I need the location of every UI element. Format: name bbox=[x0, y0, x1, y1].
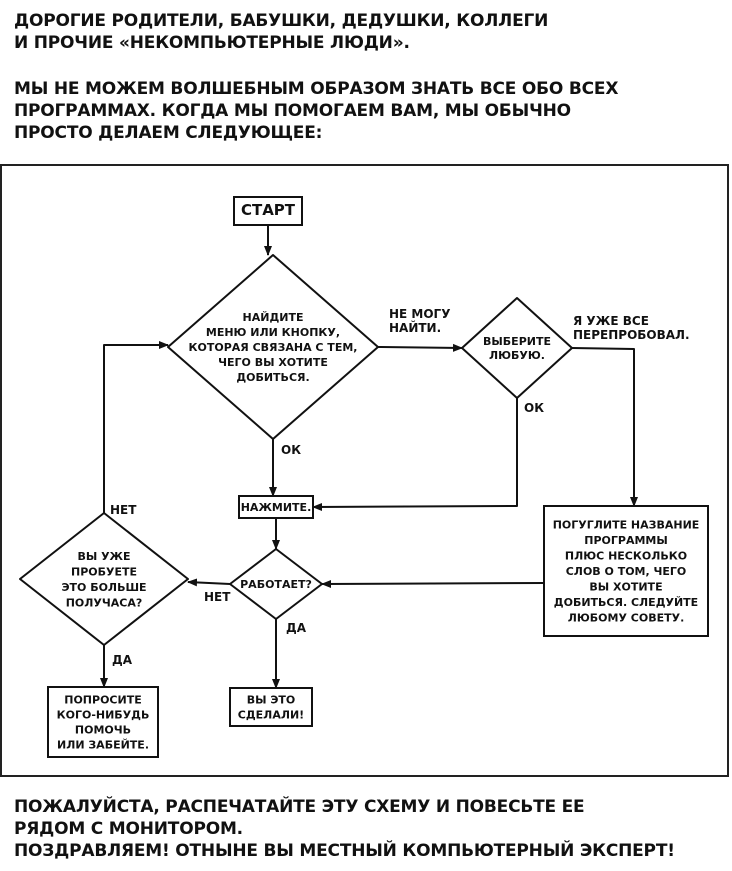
half-hour-label: ВЫ УЖЕ ПРОБУЕТЕ ЭТО БОЛЬШЕ ПОЛУЧАСА? bbox=[61, 550, 146, 610]
works-decision bbox=[229, 548, 323, 620]
edge-label-line: ОК bbox=[281, 443, 301, 457]
node-line: СЛОВ О ТОМ, ЧЕГО bbox=[566, 565, 687, 578]
node-line: ПРОБУЕТЕ bbox=[71, 565, 137, 578]
node-line: ПОМОЧЬ bbox=[75, 724, 131, 737]
node-line: ВЫ УЖЕ bbox=[77, 550, 130, 563]
edge-find-to-pick bbox=[377, 343, 463, 352]
edge-label-yes-half-hour: ДА bbox=[112, 653, 133, 667]
find-menu-label: НАЙДИТЕ МЕНЮ ИЛИ КНОПКУ, КОТОРАЯ СВЯЗАНА С… bbox=[189, 311, 358, 384]
node-line: ПОПРОСИТЕ bbox=[64, 694, 141, 707]
intro-line: ДОРОГИЕ РОДИТЕЛИ, БАБУШКИ, ДЕДУШКИ, КОЛЛ… bbox=[14, 11, 549, 31]
node-line: НАЖМИТЕ. bbox=[241, 501, 312, 514]
node-line: ВЫБЕРИТЕ bbox=[483, 335, 551, 348]
node-line: ИЛИ ЗАБЕЙТЕ. bbox=[57, 739, 149, 752]
intro-paragraph-2: МЫ НЕ МОЖЕМ ВОЛШЕБНЫМ ОБРАЗОМ ЗНАТЬ ВСЕ … bbox=[14, 78, 618, 144]
edge-label-line: НЕТ bbox=[110, 503, 137, 517]
edge-label-line: ДА bbox=[286, 621, 307, 635]
click-box bbox=[238, 495, 314, 519]
node-line: ДОБИТЬСЯ. СЛЕДУЙТЕ bbox=[554, 596, 698, 609]
edge-label-ok-pick: ОК bbox=[524, 401, 544, 415]
edge-google-to-works bbox=[321, 579, 545, 588]
node-line: СДЕЛАЛИ! bbox=[238, 709, 304, 722]
edge-works-to-halfhour bbox=[187, 578, 231, 587]
done-label: ВЫ ЭТО СДЕЛАЛИ! bbox=[238, 694, 304, 722]
node-line: РАБОТАЕТ? bbox=[240, 578, 312, 591]
node-line: НАЙДИТЕ bbox=[243, 311, 304, 324]
edge-label-no-half-hour: НЕТ bbox=[110, 503, 137, 517]
google-box bbox=[543, 505, 709, 637]
edge-label-line: ПЕРЕПРОБОВАЛ. bbox=[573, 328, 690, 342]
outro-line: ПОЖАЛУЙСТА, РАСПЕЧАТАЙТЕ ЭТУ СХЕМУ И ПОВ… bbox=[14, 797, 585, 817]
pick-any-decision bbox=[461, 297, 573, 399]
node-line: КОГО-НИБУДЬ bbox=[57, 709, 150, 722]
intro-line: И ПРОЧИЕ «НЕКОМПЬЮТЕРНЫЕ ЛЮДИ». bbox=[14, 33, 410, 53]
node-line: ЛЮБОМУ СОВЕТУ. bbox=[568, 612, 685, 625]
edge-label-line: НАЙТИ. bbox=[389, 320, 441, 335]
node-line: СТАРТ bbox=[241, 201, 296, 219]
intro-paragraph-1: ДОРОГИЕ РОДИТЕЛИ, БАБУШКИ, ДЕДУШКИ, КОЛЛ… bbox=[14, 10, 548, 54]
edge-label-line: ДА bbox=[112, 653, 133, 667]
google-label: ПОГУГЛИТЕ НАЗВАНИЕ ПРОГРАММЫ ПЛЮС НЕСКОЛЬК… bbox=[553, 519, 700, 625]
ask-someone-label: ПОПРОСИТЕ КОГО-НИБУДЬ ПОМОЧЬ ИЛИ ЗАБЕЙТЕ. bbox=[57, 694, 150, 752]
node-line: ВЫ ХОТИТЕ bbox=[589, 581, 662, 594]
edge-label-yes-works: ДА bbox=[286, 621, 307, 635]
done-box bbox=[229, 687, 313, 727]
node-line: МЕНЮ ИЛИ КНОПКУ, bbox=[206, 326, 340, 339]
edge-label-line: НЕТ bbox=[204, 590, 231, 604]
edge-label-ok-find: ОК bbox=[281, 443, 301, 457]
intro-line: ПРОСТО ДЕЛАЕМ СЛЕДУЮЩЕЕ: bbox=[14, 123, 323, 143]
flowchart-panel bbox=[0, 164, 729, 777]
node-line: ЛЮБУЮ. bbox=[489, 349, 545, 362]
edge-label-line: Я УЖЕ ВСЕ bbox=[573, 314, 649, 328]
node-line: ПОГУГЛИТЕ НАЗВАНИЕ bbox=[553, 519, 700, 532]
node-line: КОТОРАЯ СВЯЗАНА С ТЕМ, bbox=[189, 341, 358, 354]
node-line: ПРОГРАММЫ bbox=[584, 534, 668, 547]
start-box bbox=[233, 196, 303, 226]
outro-text: ПОЖАЛУЙСТА, РАСПЕЧАТАЙТЕ ЭТУ СХЕМУ И ПОВ… bbox=[14, 796, 675, 862]
node-line: ЧЕГО ВЫ ХОТИТЕ bbox=[218, 356, 328, 369]
intro-line: МЫ НЕ МОЖЕМ ВОЛШЕБНЫМ ОБРАЗОМ ЗНАТЬ ВСЕ … bbox=[14, 79, 619, 99]
edge-label-line: ОК bbox=[524, 401, 544, 415]
outro-line: ПОЗДРАВЛЯЕМ! ОТНЫНЕ ВЫ МЕСТНЫЙ КОМПЬЮТЕР… bbox=[14, 841, 675, 861]
click-label: НАЖМИТЕ. bbox=[241, 501, 312, 514]
edge-halfhour-to-find bbox=[103, 341, 169, 513]
find-menu-decision bbox=[167, 254, 379, 440]
outro-line: РЯДОМ С МОНИТОРОМ. bbox=[14, 819, 243, 839]
half-hour-decision bbox=[19, 512, 189, 646]
node-line: ПОЛУЧАСА? bbox=[66, 596, 143, 609]
node-line: ВЫ ЭТО bbox=[247, 694, 296, 707]
works-label: РАБОТАЕТ? bbox=[240, 578, 312, 591]
edge-label-no-works: НЕТ bbox=[204, 590, 231, 604]
edge-pick-to-click bbox=[312, 398, 518, 511]
intro-line: ПРОГРАММАХ. КОГДА МЫ ПОМОГАЕМ ВАМ, МЫ ОБ… bbox=[14, 101, 571, 121]
node-line: ПЛЮС НЕСКОЛЬКО bbox=[565, 550, 687, 563]
edge-pick-to-google bbox=[571, 347, 638, 507]
ask-someone-box bbox=[47, 686, 159, 758]
start-label: СТАРТ bbox=[241, 201, 296, 219]
node-line: ЭТО БОЛЬШЕ bbox=[61, 581, 146, 594]
edge-label-line: НЕ МОГУ bbox=[389, 307, 450, 321]
node-line: ДОБИТЬСЯ. bbox=[236, 371, 309, 384]
